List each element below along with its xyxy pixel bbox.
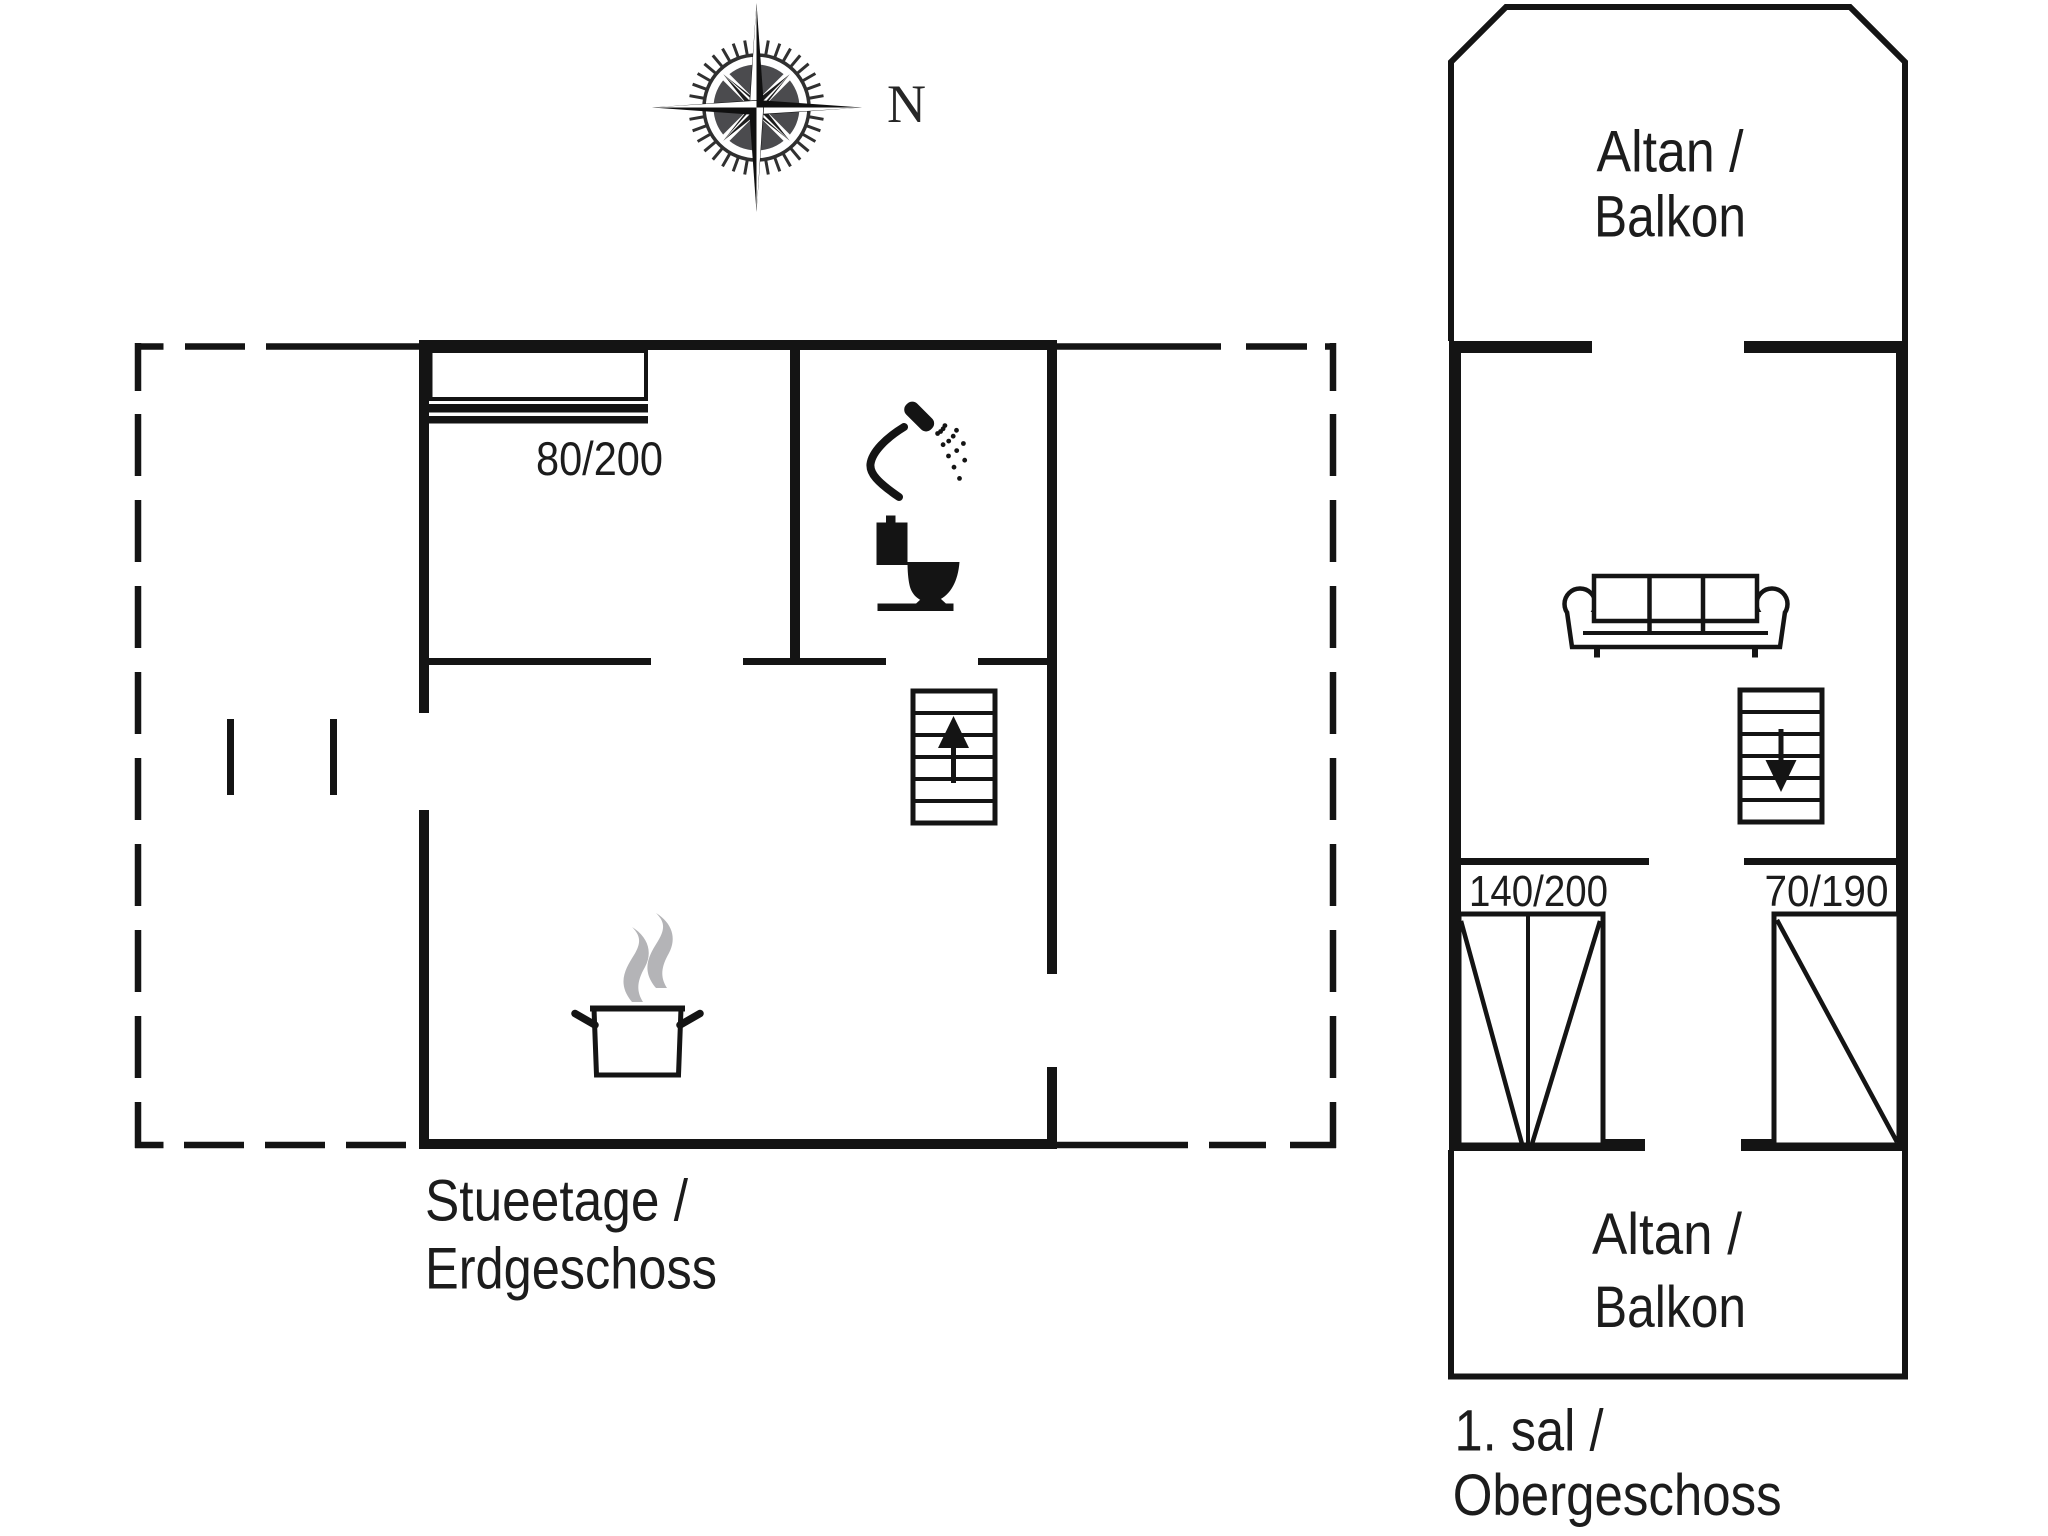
svg-text:1. sal /: 1. sal / bbox=[1455, 1399, 1605, 1464]
svg-text:Altan /: Altan / bbox=[1597, 120, 1745, 185]
svg-text:Altan /: Altan / bbox=[1592, 1202, 1743, 1267]
svg-text:Obergeschoss: Obergeschoss bbox=[1453, 1463, 1782, 1528]
svg-text:80/200: 80/200 bbox=[536, 432, 663, 485]
svg-text:140/200: 140/200 bbox=[1469, 867, 1608, 916]
svg-text:Erdgeschoss: Erdgeschoss bbox=[425, 1237, 717, 1302]
svg-text:Balkon: Balkon bbox=[1594, 185, 1746, 250]
svg-text:Balkon: Balkon bbox=[1594, 1275, 1746, 1340]
svg-text:70/190: 70/190 bbox=[1765, 867, 1889, 916]
svg-text:Stueetage /: Stueetage / bbox=[425, 1169, 689, 1234]
svg-text:N: N bbox=[887, 74, 926, 134]
